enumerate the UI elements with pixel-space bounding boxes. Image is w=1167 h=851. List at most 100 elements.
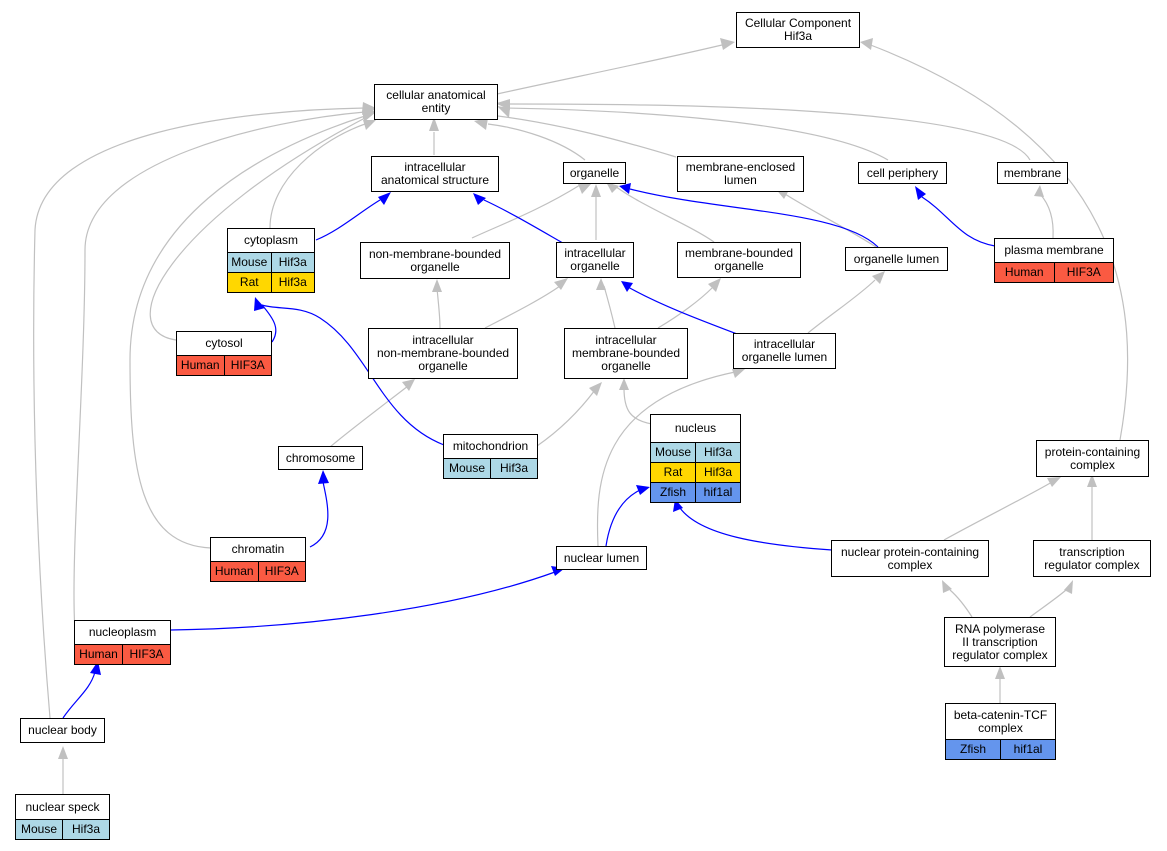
node-label: plasma membrane bbox=[1004, 243, 1104, 257]
node-label: organelle bbox=[569, 165, 620, 180]
node-label: chromatin bbox=[231, 542, 285, 556]
species-label: Human bbox=[180, 358, 220, 372]
node-label: RNA polymerase II transcription regulato… bbox=[952, 621, 1048, 662]
node-nl: nuclear lumen bbox=[556, 546, 647, 570]
node-root: Cellular Component Hif3a bbox=[736, 12, 860, 48]
species-label: Human bbox=[1004, 265, 1044, 279]
species-row: Zfish hif1al bbox=[946, 739, 1055, 759]
node-chromosome: chromosome bbox=[278, 446, 363, 470]
edge-cytoplasm-cae bbox=[269, 123, 366, 229]
species-label: Zfish bbox=[959, 742, 986, 756]
node-label: cytosol bbox=[205, 336, 243, 350]
gene-label: Hif3a bbox=[490, 459, 537, 478]
node-label: chromosome bbox=[285, 450, 356, 465]
node-label: beta-catenin-TCF complex bbox=[953, 707, 1048, 735]
edge-nb-nucleoplasm bbox=[62, 671, 96, 719]
node-label: cytoplasm bbox=[243, 233, 299, 247]
gene-label: HIF3A bbox=[257, 562, 306, 581]
node-label: cellular anatomical entity bbox=[386, 88, 486, 115]
edge-pm-cp bbox=[921, 196, 996, 247]
node-label: membrane-enclosed lumen bbox=[685, 160, 796, 187]
node-inmbo: intracellular non-membrane-bounded organ… bbox=[368, 328, 518, 379]
edge-nl-iol bbox=[596, 371, 736, 547]
species-label: Mouse bbox=[231, 255, 268, 269]
node-label: membrane bbox=[1003, 165, 1062, 180]
species-row: Mouse Hif3a bbox=[444, 458, 537, 478]
node-io: intracellular organelle bbox=[556, 242, 634, 278]
node-label: protein-containing complex bbox=[1044, 444, 1141, 472]
node-iol: intracellular organelle lumen bbox=[733, 333, 836, 369]
node-organelle: organelle bbox=[563, 162, 626, 184]
edge-chromosome-inmbo bbox=[329, 385, 409, 448]
node-imbo: intracellular membrane-bounded organelle bbox=[564, 328, 688, 379]
edge-membrane-cae bbox=[507, 103, 1031, 161]
species-label: Human bbox=[79, 647, 118, 661]
node-ol: organelle lumen bbox=[845, 247, 948, 271]
node-cae: cellular anatomical entity bbox=[374, 84, 498, 120]
edge-rnap-trc bbox=[1029, 589, 1067, 618]
gene-label: Hif3a bbox=[62, 820, 109, 839]
node-trc: transcription regulator complex bbox=[1033, 540, 1151, 577]
node-label: membrane-bounded organelle bbox=[684, 246, 794, 273]
gene-label: HIF3A bbox=[122, 645, 170, 664]
node-mbo: membrane-bounded organelle bbox=[677, 242, 801, 278]
species-label: Zfish bbox=[659, 485, 686, 499]
edge-nucleoplasm-cae bbox=[73, 111, 366, 631]
node-label: intracellular membrane-bounded organelle bbox=[571, 333, 681, 373]
node-cp: cell periphery bbox=[858, 162, 947, 184]
edge-cytoplasm-ias bbox=[315, 199, 381, 241]
node-label: intracellular anatomical structure bbox=[380, 160, 490, 187]
edge-organelle-cae bbox=[487, 123, 586, 161]
species-label: Mouse bbox=[654, 445, 692, 459]
edge-cp-cae bbox=[504, 107, 889, 161]
species-label: Rat bbox=[663, 465, 683, 479]
node-label: cell periphery bbox=[866, 165, 939, 180]
species-label: Mouse bbox=[448, 461, 486, 475]
node-membrane: membrane bbox=[997, 162, 1068, 184]
gene-label: hif1al bbox=[1000, 740, 1055, 759]
node-label: transcription regulator complex bbox=[1044, 544, 1140, 572]
node-label: intracellular non-membrane-bounded organ… bbox=[376, 333, 510, 373]
species-label: Mouse bbox=[20, 822, 58, 836]
node-rnap: RNA polymerase II transcription regulato… bbox=[944, 617, 1056, 667]
node-label: mitochondrion bbox=[452, 439, 529, 453]
edge-mito-imbo bbox=[536, 389, 596, 447]
node-mel: membrane-enclosed lumen bbox=[677, 156, 804, 192]
edge-iol-io bbox=[627, 286, 746, 338]
edge-nucleus-imbo bbox=[623, 387, 653, 425]
edge-mbo-organelle bbox=[614, 185, 715, 243]
edge-pm-membrane bbox=[1039, 193, 1054, 239]
gene-label: Hif3a bbox=[695, 443, 740, 462]
gene-label: Hif3a bbox=[270, 273, 315, 292]
edge-mito-cytoplasm bbox=[261, 304, 445, 446]
node-label: nucleoplasm bbox=[88, 625, 157, 639]
edge-nb-cae bbox=[33, 107, 366, 719]
edge-ol-mel bbox=[784, 193, 877, 248]
edge-imbo-io bbox=[603, 285, 616, 329]
node-label: nucleus bbox=[674, 421, 717, 435]
gene-label: Hif3a bbox=[695, 463, 740, 482]
edge-mel-cae bbox=[497, 115, 677, 158]
edge-cytosol-cytoplasm bbox=[261, 304, 277, 343]
node-label: organelle lumen bbox=[853, 251, 940, 266]
gene-label: Hif3a bbox=[270, 253, 315, 272]
node-label: nuclear body bbox=[28, 723, 97, 737]
species-row: Mouse Hif3a bbox=[16, 819, 109, 839]
